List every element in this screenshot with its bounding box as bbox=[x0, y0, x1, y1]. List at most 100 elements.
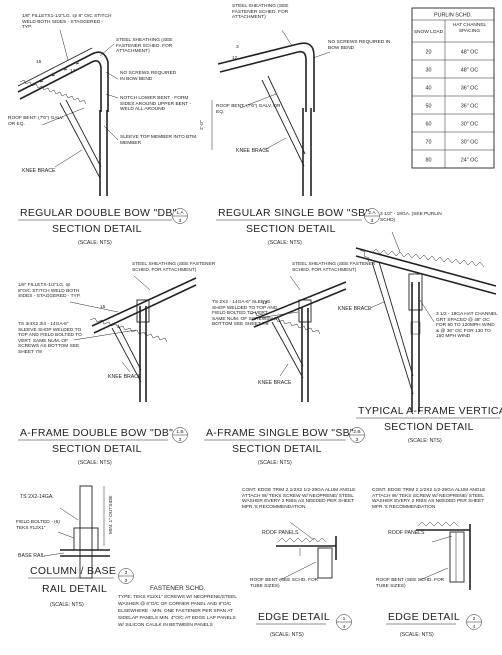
fastener-line-1: TYPE: TEKS #12X1" SCREWS W/ NEOPRENE/STE… bbox=[118, 594, 237, 600]
purlin-load-cell: 30 bbox=[426, 68, 432, 74]
purlin-schedule-table: PURLIN SCHD. SNOW LOAD HAT CHANNEL SPACI… bbox=[411, 7, 495, 169]
vert-note-channel: 3 1/2 - 18GA HAT CHANNEL GRT SPACED @ 48… bbox=[436, 312, 498, 340]
col-title: COLUMN / BASE bbox=[30, 565, 116, 577]
db-tag-bot: 3 bbox=[179, 218, 182, 224]
purlin-spacing-cell: 48" OC bbox=[461, 50, 479, 56]
sb-note-roof-bent: ROOF BENT: (7'6") GALV. OR EQ. bbox=[216, 104, 281, 115]
edge2-scale: (SCALE: NTS) bbox=[400, 632, 434, 638]
edge1-note-panels: ROOF PANELS bbox=[262, 530, 299, 536]
svg-text:15: 15 bbox=[100, 304, 106, 310]
db-title: REGULAR DOUBLE BOW "DB" bbox=[20, 207, 177, 219]
svg-text:15: 15 bbox=[36, 59, 42, 65]
svg-text:12: 12 bbox=[70, 68, 76, 74]
vert-note-knee: KNEE BRACE bbox=[338, 306, 372, 312]
adb-note-knee: KNEE BRACE bbox=[108, 374, 142, 380]
db-note-notch: NOTCH LOWER BENT - FORM SIDES AROUND UPP… bbox=[120, 96, 192, 113]
detail-edge-1: CONT. EDGE TRIM 2 1/2X2 1/2-29GA ALUM AN… bbox=[242, 488, 356, 638]
asb-note-sheathing: STEEL SHEATHING (SEE FASTENER SCHED. FOR… bbox=[292, 262, 376, 273]
asb-subtitle: SECTION DETAIL bbox=[232, 443, 322, 455]
col-note-base: BASE RAIL bbox=[18, 553, 45, 559]
db-note-knee: KNEE BRACE bbox=[22, 168, 56, 174]
fastener-schedule: FASTENER SCHD. TYPE: TEKS #12X1" SCREWS … bbox=[118, 585, 237, 628]
edge2-title: EDGE DETAIL bbox=[388, 611, 460, 623]
purlin-spacing-cell: 30" OC bbox=[461, 140, 479, 146]
detail-aframe-single-bow: 12 STEEL SHEATHING (SEE FASTENER SCHED. … bbox=[204, 262, 376, 466]
edge2-note-panels: ROOF PANELS bbox=[388, 530, 425, 536]
vert-title: TYPICAL A-FRAME VERTICAL bbox=[358, 405, 502, 417]
col-tag-top: 3 bbox=[125, 570, 128, 576]
detail-column-base: TS 2X2-14GA. FIELD BOLTED - (6) TEKS #12… bbox=[16, 485, 134, 608]
sb-note-no-screws: NO SCREWS REQUIRED IN BOW BEND bbox=[328, 40, 391, 51]
db-note-roof-bent: ROOF BENT: (7'6") GALV. OR EQ. bbox=[8, 116, 64, 127]
col-subtitle: RAIL DETAIL bbox=[42, 583, 107, 595]
sb-note-sheathing: STEEL SHEATHING (SEE FASTENER SCHED. FOR… bbox=[232, 4, 289, 21]
purlin-schedule-title: PURLIN SCHD. bbox=[434, 13, 472, 19]
detail-aframe-double-bow: 15 STEEL SHEATHING (SEE FASTENER SCHED. … bbox=[18, 262, 216, 466]
adb-subtitle: SECTION DETAIL bbox=[52, 443, 142, 455]
purlin-spacing-cell: 36" OC bbox=[461, 86, 479, 92]
purlin-load-cell: 60 bbox=[426, 122, 432, 128]
purlin-load-cell: 80 bbox=[426, 158, 432, 164]
col-tag-bot: 3 bbox=[125, 578, 128, 584]
purlin-spacing-cell: 30" OC bbox=[461, 122, 479, 128]
purlin-spacing-cell: 36" OC bbox=[461, 104, 479, 110]
fastener-line-5: W/ SILICON CAULK IN BETWEEN PANELS bbox=[118, 622, 213, 628]
adb-tag-top: 1.B bbox=[176, 429, 183, 435]
db-note-sheathing: STEEL SHEATHING (SEE FASTENER SCHED. FOR… bbox=[116, 38, 173, 55]
detail-aframe-vertical: 3 1/2" - 18GA. (SEE PURLIN SCHD) KNEE BR… bbox=[338, 212, 502, 444]
vert-scale: (SCALE: NTS) bbox=[408, 438, 442, 444]
vert-note-hat: 3 1/2" - 18GA. (SEE PURLIN SCHD) bbox=[380, 212, 442, 223]
edge1-tag-bot: 4 bbox=[343, 624, 346, 630]
col-note-ts: TS 2X2-14GA. bbox=[20, 494, 54, 500]
asb-tag-top: 2.B bbox=[353, 429, 360, 435]
col-note-outside: MIN. 1" OUTSIDE bbox=[108, 496, 114, 534]
svg-text:12: 12 bbox=[232, 55, 238, 61]
db-note-fillet: 1/8" FILLETX1-1/2"LG. @ 8" O/C STITCH WE… bbox=[22, 14, 112, 31]
sb-dim: 2'-0" bbox=[199, 120, 205, 130]
sb-subtitle: SECTION DETAIL bbox=[246, 223, 336, 235]
adb-title: A-FRAME DOUBLE BOW "DB" bbox=[20, 427, 173, 439]
sb-tag-bot: 3 bbox=[371, 218, 374, 224]
edge1-note-trim: CONT. EDGE TRIM 2 1/2X2 1/2-29GA ALUM AN… bbox=[242, 488, 356, 510]
edge2-note-trim: CONT. EDGE TRIM 2 1/2X2 1/2-29GA ALUM AN… bbox=[372, 488, 486, 510]
purlin-load-cell: 20 bbox=[426, 50, 432, 56]
db-tag-top: 1.A bbox=[176, 210, 184, 216]
edge2-tag-bot: 4 bbox=[473, 624, 476, 630]
adb-note-sleeve: TS 3/4X2 3/4 - 14GA-6" SLEEVE SHOP WELDE… bbox=[18, 322, 82, 355]
svg-text:12: 12 bbox=[262, 300, 268, 306]
fastener-line-4: SIDELAP PANELS MIN. 4"O/C AT EDGE LAP PA… bbox=[118, 615, 236, 621]
col-scale: (SCALE: NTS) bbox=[50, 602, 84, 608]
adb-note-fillet: 1/8" FILLETX-1/2"LG. @ 8"O/C STITCH WELD… bbox=[18, 283, 81, 300]
fastener-line-3: ELSEWHERE - MIN. ONE FASTENER PER SPAN A… bbox=[118, 608, 233, 614]
edge1-title: EDGE DETAIL bbox=[258, 611, 330, 623]
asb-note-sleeve: TS 2X2 - 14GA-6" SLEEVE SHOP WELDED TO T… bbox=[212, 300, 278, 328]
svg-text:3: 3 bbox=[236, 44, 239, 50]
sb-scale: (SCALE: NTS) bbox=[268, 240, 302, 246]
asb-title: A-FRAME SINGLE BOW "SB" bbox=[206, 427, 354, 439]
edge2-tag-top: 2 bbox=[473, 616, 476, 622]
purlin-load-cell: 70 bbox=[426, 140, 432, 146]
purlin-load-cell: 40 bbox=[426, 86, 432, 92]
edge2-note-bent: ROOF BENT (SEE SCHD. FOR TUBE SIZES) bbox=[376, 578, 445, 589]
edge1-note-bent: ROOF BENT (SEE SCHD. FOR TUBE SIZES) bbox=[250, 578, 319, 589]
col-note-bolted: FIELD BOLTED - (6) TEKS #12X1" bbox=[16, 520, 60, 531]
sb-note-knee: KNEE BRACE bbox=[236, 148, 270, 154]
fastener-line-2: WASHER @ 6"O/C OF CORNER PANEL AND 8"O/C bbox=[118, 601, 232, 607]
detail-regular-single-bow: 2'-0" 12 3 STEEL SHEATHING (SEE FASTENER… bbox=[199, 4, 391, 246]
adb-note-sheathing: STEEL SHEATHING (SEE FASTENER SCHED. FOR… bbox=[132, 262, 216, 273]
db-subtitle: SECTION DETAIL bbox=[52, 223, 142, 235]
sb-title: REGULAR SINGLE BOW "SB" bbox=[218, 207, 369, 219]
adb-scale: (SCALE: NTS) bbox=[78, 460, 112, 466]
edge1-scale: (SCALE: NTS) bbox=[270, 632, 304, 638]
asb-tag-bot: 3 bbox=[356, 437, 359, 443]
col-header-load: SNOW LOAD bbox=[414, 29, 444, 35]
col-header-spacing: HAT CHANNEL SPACING bbox=[452, 23, 487, 34]
edge1-tag-top: 1 bbox=[343, 616, 346, 622]
sb-tag-top: 2.A bbox=[368, 210, 376, 216]
db-scale: (SCALE: NTS) bbox=[78, 240, 112, 246]
purlin-spacing-cell: 48" OC bbox=[461, 68, 479, 74]
detail-edge-2: CONT. EDGE TRIM 2 1/2X2 1/2-29GA ALUM AN… bbox=[372, 488, 486, 638]
db-note-sleeve: SLEEVE TOP MEMBER INTO BTM. MEMBER bbox=[120, 135, 198, 146]
